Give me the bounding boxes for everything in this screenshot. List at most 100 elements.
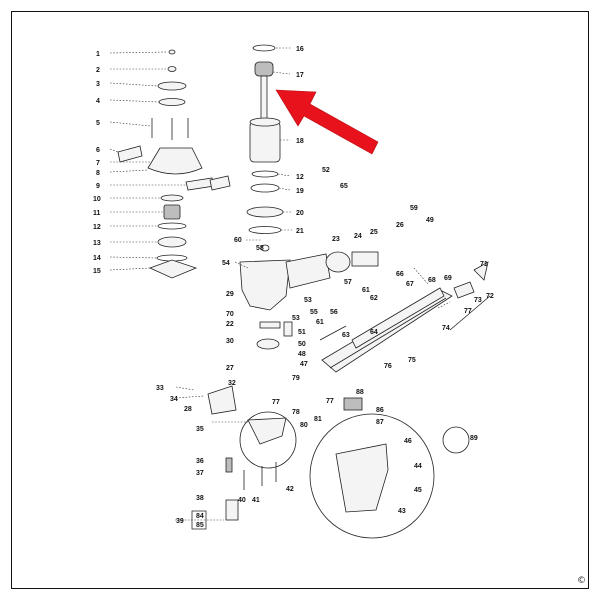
callout-85: 85: [196, 522, 204, 529]
callout-28: 28: [184, 406, 192, 413]
callout-52: 52: [322, 167, 330, 174]
callout-65: 65: [340, 183, 348, 190]
callout-21: 21: [296, 228, 304, 235]
part-17-driver-blade: [260, 75, 268, 123]
callout-86: 86: [376, 407, 384, 414]
callout-46: 46: [404, 438, 412, 445]
part-63-rod: [319, 325, 347, 341]
callout-60: 60: [234, 237, 242, 244]
callout-50: 50: [298, 341, 306, 348]
callout-47: 47: [300, 361, 308, 368]
part-29-housing: [239, 259, 291, 311]
callout-79: 79: [292, 375, 300, 382]
detail-circle-right: [309, 413, 435, 539]
part-71-knob: [473, 261, 489, 281]
callout-70: 70: [226, 311, 234, 318]
callout-41: 41: [252, 497, 260, 504]
part-86-pusher: [343, 397, 363, 411]
callout-9: 9: [96, 183, 100, 190]
callout-84: 84: [196, 513, 204, 520]
housing: [239, 251, 379, 350]
leader-lines: [109, 47, 451, 521]
callout-63: 63: [342, 332, 350, 339]
callout-53b: 53: [292, 315, 300, 322]
part-12b-oring: [251, 170, 279, 178]
part-68-rail: [351, 287, 445, 349]
part-6-clip: [117, 145, 143, 163]
callout-39: 39: [176, 518, 184, 525]
callout-49: 49: [426, 217, 434, 224]
callout-74: 74: [442, 325, 450, 332]
callout-87: 87: [376, 419, 384, 426]
part-20-bumper: [246, 206, 284, 218]
detail-circle-89: [442, 426, 470, 454]
part-17-piston: [254, 61, 274, 77]
callout-34: 34: [170, 396, 178, 403]
part-19-ring: [250, 183, 280, 193]
callout-16: 16: [296, 46, 304, 53]
callout-2: 2: [96, 67, 100, 74]
piston-assembly: [246, 44, 284, 252]
callout-58: 58: [256, 245, 264, 252]
callout-44: 44: [414, 463, 422, 470]
callout-76: 76: [384, 363, 392, 370]
copyright-mark: ©: [577, 576, 586, 586]
callout-35: 35: [196, 426, 204, 433]
part-1-screw: [168, 49, 176, 55]
part-72-rod: [449, 295, 491, 331]
callout-3: 3: [96, 81, 100, 88]
callout-32: 32: [228, 380, 236, 387]
callout-54: 54: [222, 260, 230, 267]
part-16-oring: [252, 44, 276, 52]
part-13-piston-seat: [157, 236, 187, 248]
callout-5: 5: [96, 120, 100, 127]
part-10-ring: [160, 194, 184, 202]
callout-29: 29: [226, 291, 234, 298]
callout-73: 73: [474, 297, 482, 304]
callout-67: 67: [406, 281, 414, 288]
part-30-bumper: [256, 338, 280, 350]
callout-77: 77: [464, 308, 472, 315]
callout-69: 69: [444, 275, 452, 282]
cap-assembly: [117, 49, 231, 279]
part-22-ring: [259, 321, 281, 329]
part-35-nosepiece: [247, 417, 287, 445]
callout-7: 7: [96, 160, 100, 167]
part-28-guard: [207, 385, 237, 415]
callout-19: 19: [296, 188, 304, 195]
callout-15: 15: [93, 268, 101, 275]
callout-38: 38: [196, 495, 204, 502]
part-24-valve: [351, 251, 379, 267]
part-18-cylinder: [249, 121, 281, 163]
part-4-plate: [158, 98, 186, 106]
part-46-contact-trip: [335, 443, 389, 513]
part-handle-neck: [285, 253, 331, 289]
callout-53: 53: [304, 297, 312, 304]
callout-75: 75: [408, 357, 416, 364]
part-2-washer: [167, 66, 177, 72]
callout-20: 20: [296, 210, 304, 217]
callout-11: 11: [93, 210, 101, 217]
highlight-arrow: [275, 89, 379, 155]
callout-89: 89: [470, 435, 478, 442]
callout-12: 12: [93, 224, 101, 231]
callout-8: 8: [96, 170, 100, 177]
part-11-spring: [163, 204, 181, 220]
callout-30: 30: [226, 338, 234, 345]
callout-box-84-85: [191, 510, 207, 530]
part-69-latch: [453, 281, 475, 299]
callout-71: 71: [480, 261, 488, 268]
callout-40: 40: [238, 497, 246, 504]
part-21-oring: [248, 226, 282, 234]
part-3-cap: [157, 81, 187, 91]
callout-27: 27: [226, 365, 234, 372]
callout-42: 42: [286, 486, 294, 493]
callout-59: 59: [410, 205, 418, 212]
callout-43: 43: [398, 508, 406, 515]
diagram-frame: [11, 11, 589, 589]
part-51-fitting: [283, 321, 293, 337]
part-38-adjuster: [225, 499, 239, 521]
callout-13: 13: [93, 240, 101, 247]
part-12-oring: [157, 222, 187, 230]
